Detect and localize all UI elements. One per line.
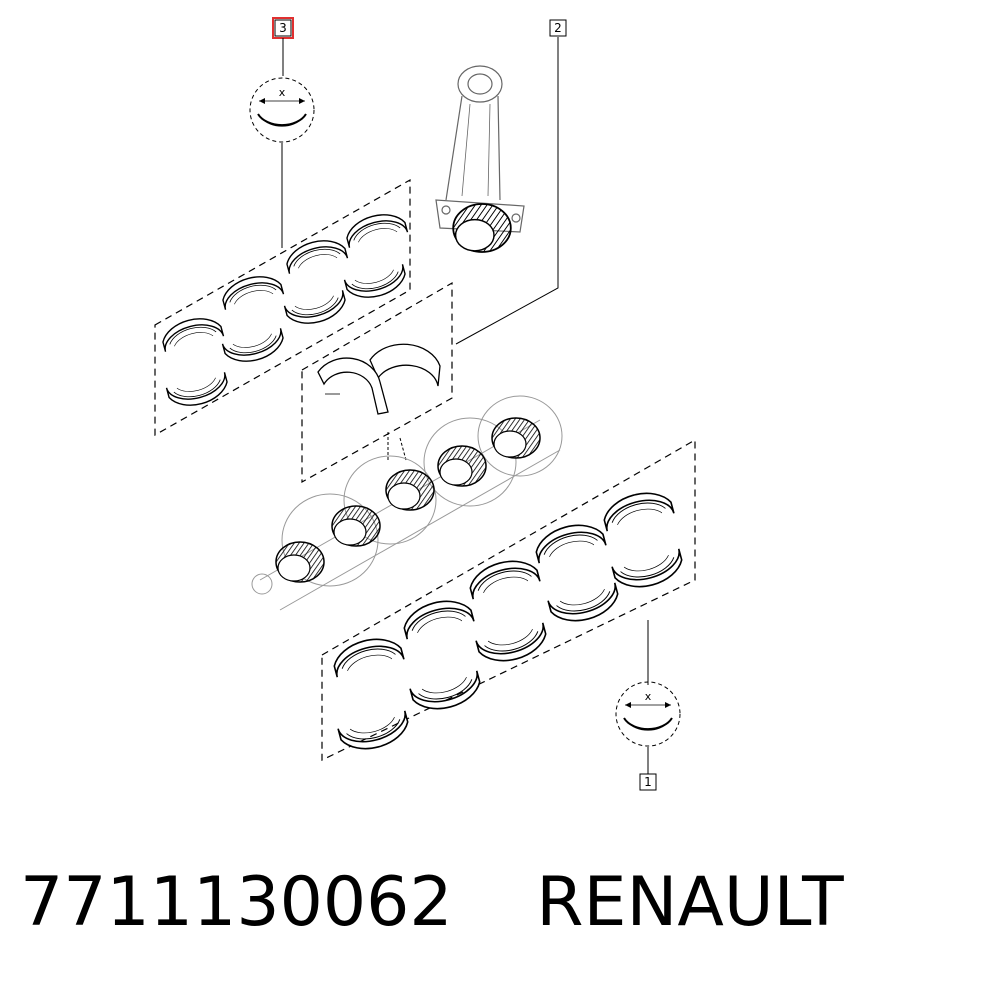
detail-mark-bottom: x [645, 690, 652, 703]
callout-1[interactable]: 1 [639, 773, 657, 791]
callout-3-label: 3 [279, 21, 287, 35]
callout-3[interactable]: 3 [272, 17, 294, 39]
leader-line-2 [455, 37, 559, 345]
callout-1-label: 1 [644, 775, 652, 789]
main-shell-set [329, 485, 687, 757]
connecting-rod [435, 65, 525, 253]
detail-circle-top: x [249, 77, 315, 143]
group-box-3 [154, 178, 411, 437]
main-bearing-set [275, 417, 541, 583]
detail-circle-bottom: x [615, 681, 681, 747]
thrust-washer-set [317, 343, 441, 415]
detail-mark-top: x [279, 86, 286, 99]
group-box-2 [301, 281, 453, 484]
brand-name: RENAULT [536, 863, 844, 942]
part-number: 7711130062 [20, 863, 453, 942]
callout-2[interactable]: 2 [549, 19, 567, 37]
callout-2-label: 2 [554, 21, 562, 35]
group-box-1 [321, 438, 696, 761]
parts-diagram: 3 x 2 [154, 17, 696, 791]
caption: 7711130062 RENAULT [20, 858, 844, 948]
assembly-arrows [387, 432, 407, 461]
